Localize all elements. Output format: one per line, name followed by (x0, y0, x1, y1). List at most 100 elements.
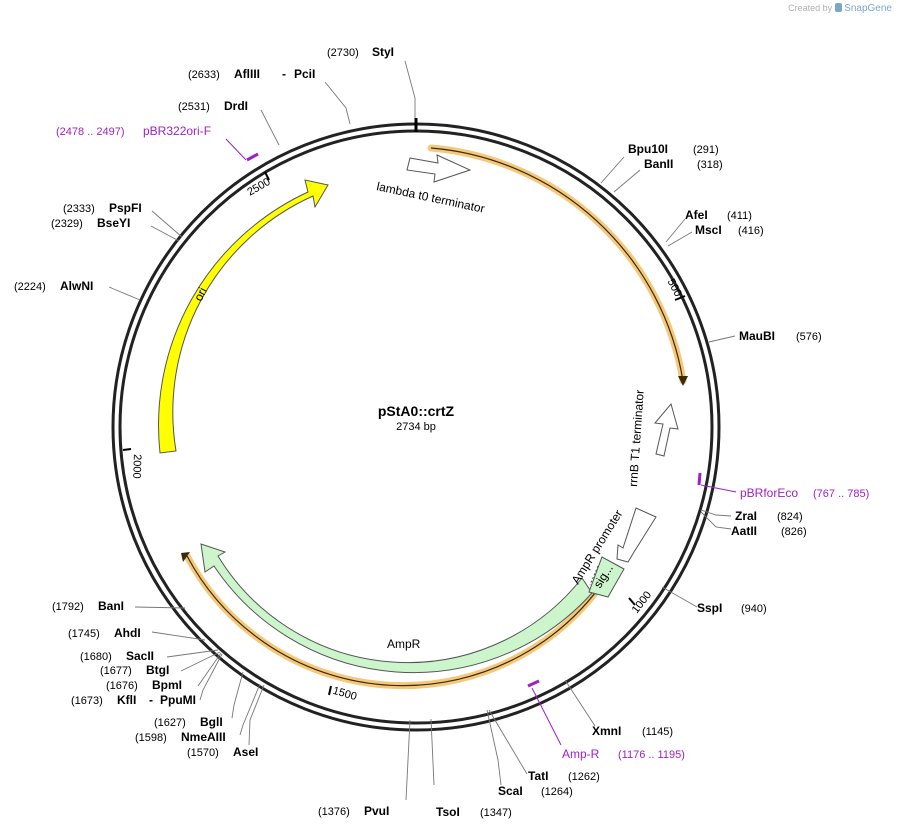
leader-tsoi (430, 718, 435, 786)
label-ori: ori (191, 285, 210, 303)
credit-prefix: Created by (788, 3, 833, 13)
site-pos-pvui: (1376) (318, 806, 350, 818)
leader-bani (134, 606, 186, 609)
primer-leader-pbrforeco (700, 484, 737, 493)
site-name-tati: TatI (528, 769, 548, 783)
tick-label-2000: 2000 (130, 454, 143, 479)
leader-banii (613, 169, 641, 193)
site-pos-drdi: (2531) (178, 101, 210, 113)
site-name-maubi: MauBI (739, 329, 775, 343)
leader-styi (404, 60, 416, 118)
leader-sacii (166, 649, 219, 658)
feature-layer (158, 154, 679, 674)
leader-bgli (231, 671, 244, 719)
plasmid-name: pStA0::crtZ (378, 403, 455, 419)
site-name-afei: AfeI (685, 208, 708, 222)
primer-mark-pbrforeco (697, 472, 702, 486)
site-name-pvui: PvuI (364, 804, 389, 818)
site-pos-btgi: (1677) (100, 665, 132, 677)
feature-rrnb-t1-terminator (654, 402, 679, 457)
leader-asei (248, 684, 265, 746)
site-pos-xmni: (1145) (642, 726, 673, 738)
site-name-alwni: AlwNI (60, 279, 93, 293)
site-pos-nmeaiii: (1598) (135, 732, 167, 744)
tick-1000 (628, 597, 636, 606)
site-name-msci: MscI (695, 223, 722, 237)
snapgene-logo-icon (835, 3, 843, 12)
site-name2-ppumi: PpuMI (160, 693, 196, 707)
primer-leader-pbr322ori-f (225, 138, 247, 161)
tick-500 (674, 295, 686, 301)
site-pos-bgli: (1627) (154, 717, 186, 729)
site-pos-kfli: (1673) (71, 695, 103, 707)
tick-2500 (264, 171, 270, 181)
site-pos-scai: (1264) (541, 786, 573, 798)
site-pos-aatii: (826) (781, 526, 807, 538)
site-pos-asei: (1570) (187, 747, 219, 759)
site-name-bseyi: BseYI (97, 216, 130, 230)
feature-signal (588, 556, 625, 598)
site-pos-bpu10i: (291) (693, 144, 719, 156)
leader-bpmi (197, 652, 222, 687)
plasmid-length: 2734 bp (396, 421, 436, 433)
site-pos-maubi: (576) (796, 331, 822, 343)
leader-maubi (708, 335, 736, 343)
leader-sspi (661, 586, 698, 608)
site-pos-afei: (411) (727, 210, 752, 222)
feature-lambda-t0-terminator (406, 154, 472, 183)
tick-1500 (328, 685, 332, 696)
site-name-pspfi: PspFI (109, 201, 142, 215)
site-name-nmeaiii: NmeAIII (181, 730, 226, 744)
site-pos-banii: (318) (697, 159, 723, 171)
tick-label-1500: 1500 (331, 685, 358, 703)
label-ampr: AmpR (387, 637, 421, 651)
site-name-ahdi: AhdI (114, 626, 141, 640)
leader-pvui (405, 719, 411, 801)
leader-scai (486, 709, 502, 786)
leader-ahdi (151, 631, 206, 641)
leader-afliii (324, 81, 351, 125)
feature-ampr-promoter (616, 507, 657, 563)
signal-divider (589, 565, 599, 586)
feature-ampr (200, 543, 593, 674)
site-sep-kfli: - (149, 693, 153, 707)
site-name-banii: BanII (644, 157, 673, 171)
leader-pspfi (151, 210, 183, 238)
site-name-afliii: AflIII (234, 67, 260, 81)
primer-range-pbrforeco: (767 .. 785) (813, 488, 869, 500)
leader-drdi (260, 109, 280, 146)
tick-label-2500: 2500 (245, 176, 272, 199)
site-pos-styi: (2730) (327, 47, 359, 59)
site-pos-zrai: (824) (777, 511, 803, 523)
site-pos-pspfi: (2333) (63, 203, 95, 215)
orf-arc-top-core (430, 147, 684, 382)
site-name-bani: BanI (98, 599, 124, 613)
primer-name-amp-r: Amp-R (562, 747, 600, 761)
tick-2000 (122, 448, 132, 451)
primer-leader-amp-r (531, 687, 562, 746)
site-pos-bpmi: (1676) (106, 680, 138, 692)
leader-xmni (564, 679, 596, 727)
site-name-tsoi: TsoI (436, 805, 460, 819)
leader-tati (488, 709, 528, 775)
tick-layer: 500 1000 1500 2000 2500 (122, 171, 686, 703)
leader-kfli (199, 653, 223, 701)
site-name-aatii: AatII (731, 524, 757, 538)
leader-msci (667, 231, 693, 247)
site-name-kfli: KflI (117, 693, 136, 707)
site-pos-alwni: (2224) (14, 281, 46, 293)
site-name-zrai: ZraI (735, 509, 757, 523)
primer-layer (225, 138, 737, 746)
site-pos-tati: (1262) (568, 771, 600, 783)
orf-arc-bottom-core (186, 555, 607, 687)
primer-mark-pbr322ori-f (246, 152, 259, 162)
site-name-btgi: BtgI (146, 663, 169, 677)
site-name-sacii: SacII (126, 649, 154, 663)
orf-layer (181, 144, 688, 690)
site-name2-pcii: PciI (294, 67, 315, 81)
site-leaders (108, 60, 736, 801)
site-pos-afliii: (2633) (188, 69, 220, 81)
site-name-asei: AseI (233, 745, 258, 759)
primer-range-amp-r: (1176 .. 1195) (618, 749, 685, 761)
